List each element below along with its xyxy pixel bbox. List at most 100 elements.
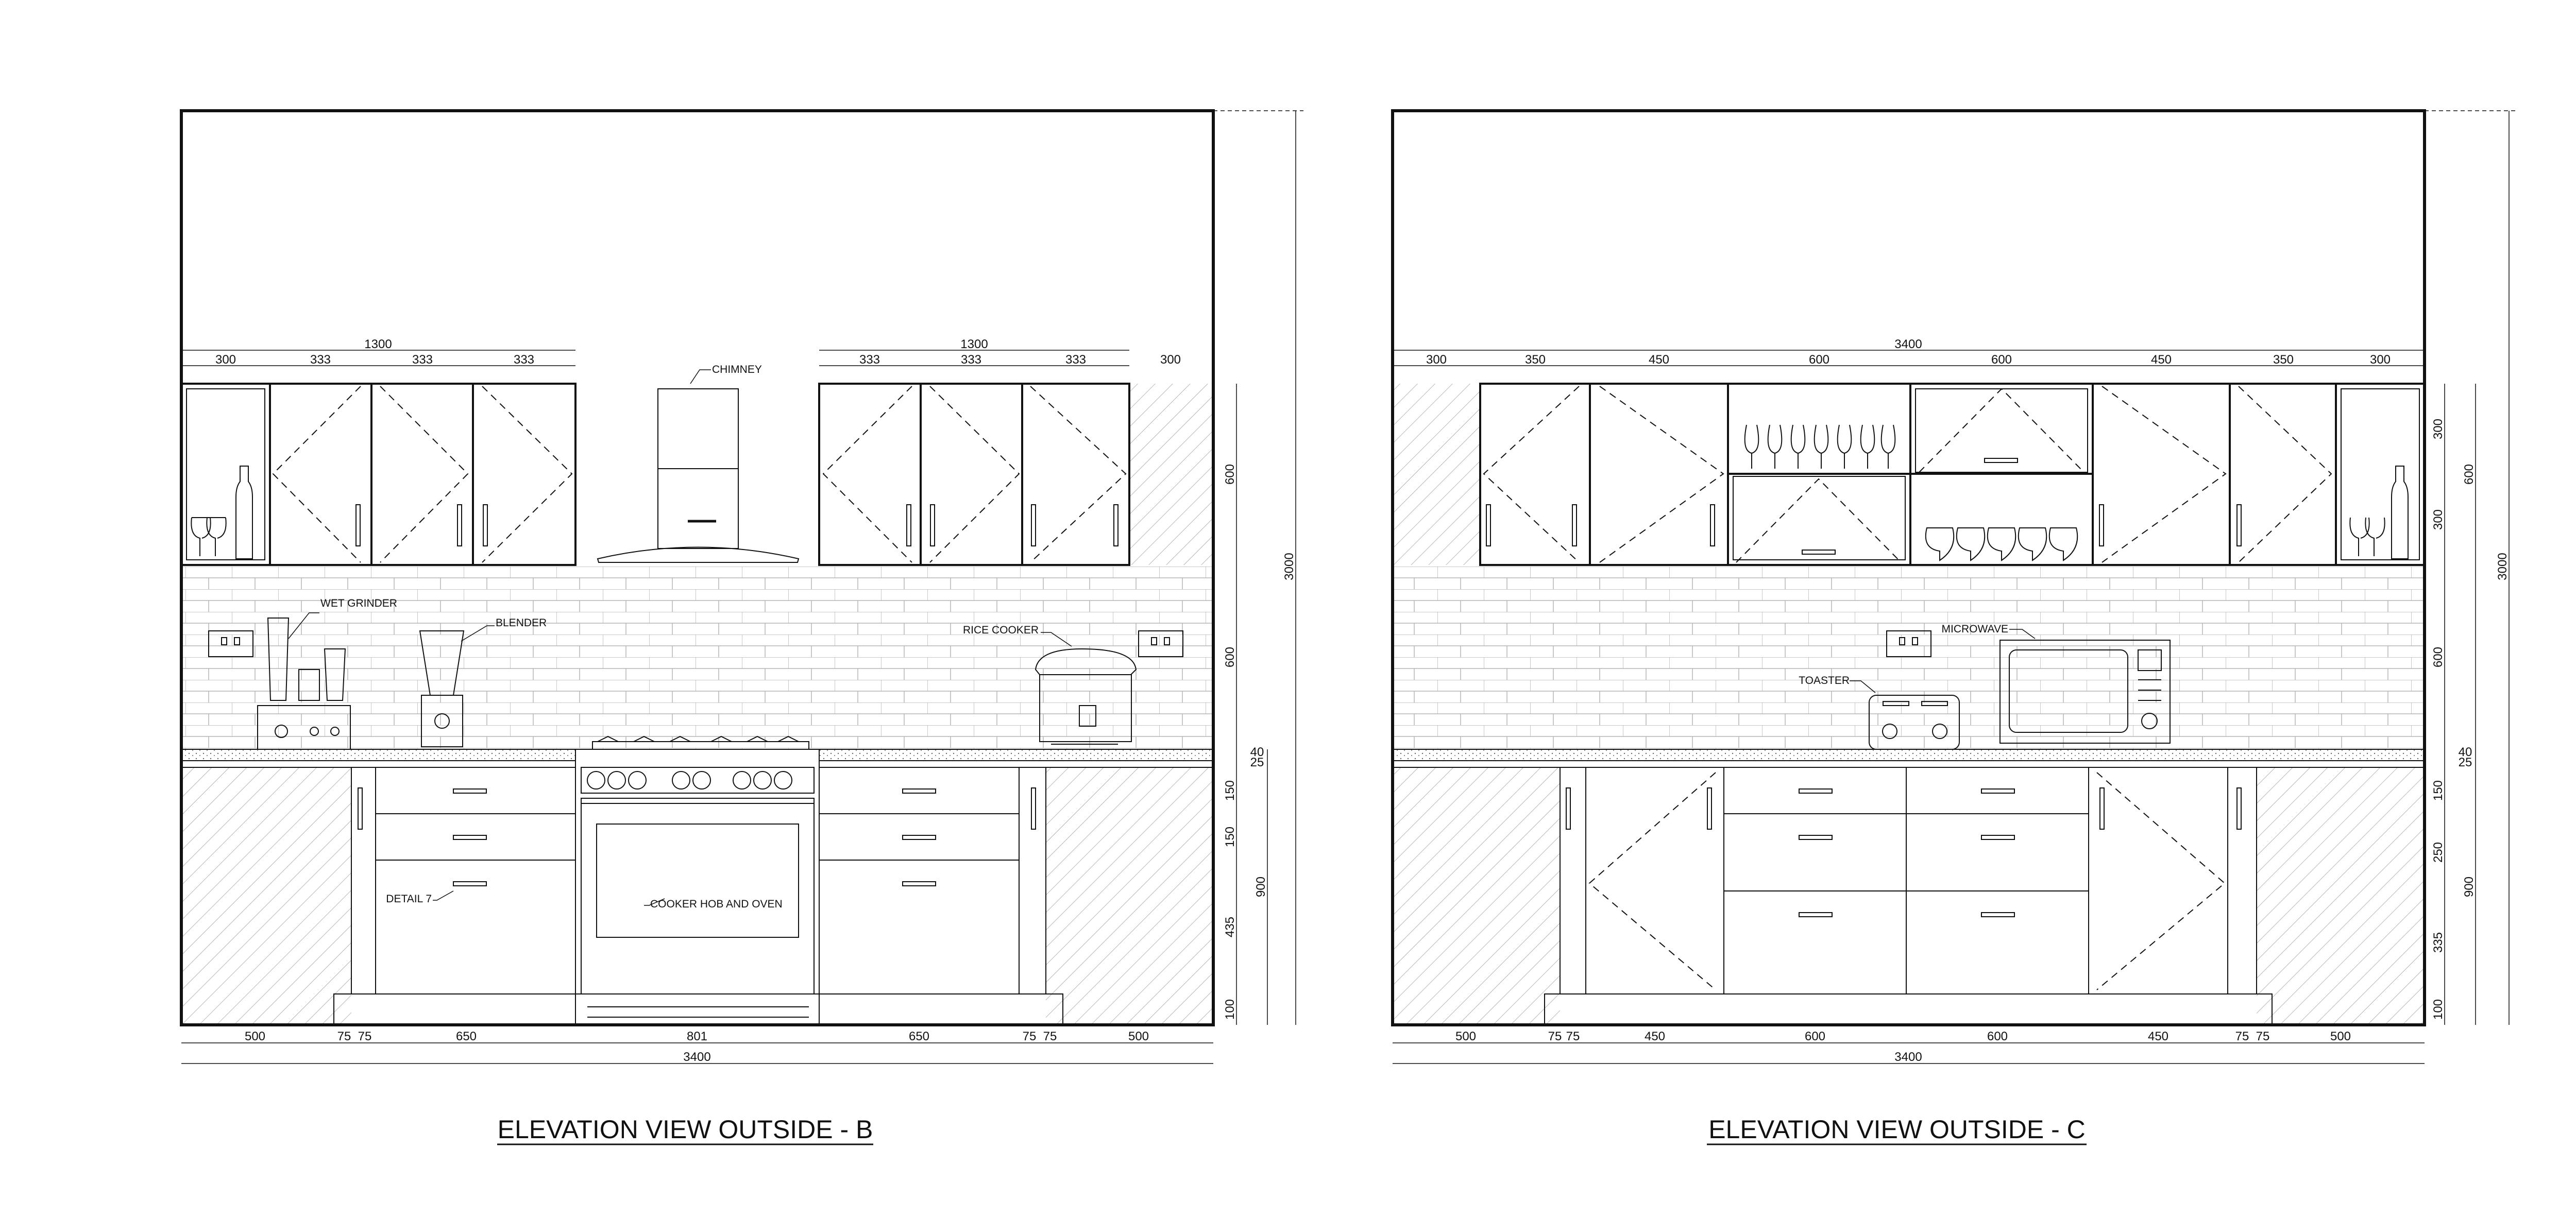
dim-c-overall-height: 3000 [2496,553,2510,580]
hatched-wall-base-right-c [2257,767,2425,1025]
dim-b-top-left-seg: 333 [514,353,534,367]
base-door-c-left [1585,767,1724,994]
dim-b-top-right-seg: 333 [1065,353,1086,367]
dim-b-top-right-total: 1300 [960,337,988,351]
dim-b-bottom-seg: 75 [1023,1030,1037,1043]
hatched-wall-upper-left-c [1393,384,1480,565]
dim-b-right-seg: 600 [1223,464,1237,485]
wall-cabinet-left-3 [472,383,577,566]
dim-c-right-seg: 600 [2431,647,2445,667]
cooker-oven-icon [575,735,820,1025]
dim-c-right-seg: 300 [2431,419,2445,439]
view-c-title: ELEVATION VIEW OUTSIDE - C [1708,1115,2086,1144]
dim-c-right-group: 900 [2462,877,2476,897]
elevation-frame-b [180,109,1215,1026]
dim-b-top-left-total: 1300 [364,337,392,351]
dim-c-top-seg: 450 [2151,353,2172,367]
dim-c-bottom-seg: 500 [1455,1030,1476,1043]
dim-b-top-left-seg: 333 [412,353,433,367]
dim-b-bottom-seg: 75 [1043,1030,1057,1043]
dim-b-right-seg: 25 [1250,756,1264,769]
dim-c-right-seg: 25 [2459,756,2472,769]
wine-glasses-lower-icon [1925,527,2078,561]
view-b-title: ELEVATION VIEW OUTSIDE - B [498,1115,873,1144]
dim-b-bottom-seg: 500 [245,1030,265,1043]
dim-b-right-group: 900 [1254,877,1268,897]
label-blender: BLENDER [496,617,547,629]
backsplash-tiles-c [1393,567,2425,749]
wall-cabinet-right-2 [920,383,1023,566]
dim-c-right-seg: 100 [2431,999,2445,1020]
dim-c-top-seg: 300 [1426,353,1447,367]
label-cooker: COOKER HOB AND OVEN [650,898,783,910]
wall-cabinet-right-3 [1021,383,1130,566]
dim-c-bottom-seg: 75 [2256,1030,2270,1043]
countertop-c [1392,749,2425,761]
dim-c-right-seg: 150 [2431,780,2445,801]
base-drawer-c-2 [1723,813,1907,891]
dim-c-top-total: 3400 [1894,337,1922,351]
label-rice-cooker: RICE COOKER [963,624,1039,636]
blender-icon [419,630,465,747]
plinth-b [333,993,1063,1025]
base-filler-left-c [1560,767,1586,994]
wine-glasses-upper-icon [1744,424,1896,469]
base-filler-right-c [2227,767,2257,994]
dim-b-top-left-seg: 300 [215,353,236,367]
socket-icon-c [1886,630,1931,657]
dim-c-bottom-seg: 500 [2330,1030,2351,1043]
dim-c-top-seg: 350 [2273,353,2294,367]
hatched-wall-base-left-c [1393,767,1560,1025]
socket-icon-2 [1138,630,1183,657]
dim-c-bottom-seg: 450 [2148,1030,2168,1043]
base-door-left [375,860,576,994]
dim-b-right-seg: 600 [1223,647,1237,667]
wall-cabinet-open-c [2335,383,2426,566]
dim-b-bottom-seg: 500 [1128,1030,1149,1043]
dim-b-right-seg: 150 [1223,780,1237,801]
dim-c-top-seg: 450 [1649,353,1669,367]
dim-c-right-seg: 40 [2459,745,2472,759]
wall-cabinet-c-2 [1589,383,1729,566]
base-drawer-c-6 [1906,890,2089,994]
dim-b-overall-height: 3000 [1282,553,1296,580]
dim-b-right-seg: 435 [1223,917,1237,937]
toaster-icon [1869,695,1960,750]
dim-c-bottom-total: 3400 [1894,1050,1922,1064]
view-c [1391,109,2426,1026]
dim-c-top-seg: 300 [2370,353,2391,367]
dim-b-bottom-seg: 650 [456,1030,477,1043]
base-drawer-c-3 [1723,890,1907,994]
label-chimney: CHIMNEY [712,364,762,375]
chimney-hood-icon [597,388,800,563]
dim-c-bottom-seg: 600 [1805,1030,1825,1043]
label-wet-grinder: WET GRINDER [320,597,397,609]
dimension-lines-b [181,110,1303,1064]
microwave-icon [1999,640,2171,744]
dim-b-bottom-seg: 801 [687,1030,707,1043]
dim-c-bottom-seg: 600 [1987,1030,2008,1043]
bottle-icon [235,466,253,559]
base-drawer-c-5 [1906,813,2089,891]
wet-grinder-icon [257,617,351,750]
socket-icon [208,630,253,657]
rice-cooker-icon [1035,648,1137,745]
dim-b-top-left-seg: 333 [310,353,331,367]
view-b [180,109,1215,1026]
wall-cabinet-c-6 [2229,383,2337,566]
dim-b-bottom-total: 3400 [683,1050,710,1064]
wall-cabinet-c-5 [2092,383,2231,566]
dim-c-bottom-seg: 75 [1566,1030,1580,1043]
backsplash-tiles [181,567,1213,749]
label-detail: DETAIL 7 [386,893,432,905]
label-microwave: MICROWAVE [1942,623,2009,635]
dim-b-bottom-seg: 650 [909,1030,929,1043]
base-door-c-right [2088,767,2228,994]
dim-b-top-right-seg: 333 [961,353,981,367]
base-door-right [819,860,1020,994]
dim-b-right-seg: 40 [1250,745,1264,759]
dim-b-bottom-seg: 75 [337,1030,351,1043]
dim-c-top-seg: 600 [1991,353,2012,367]
